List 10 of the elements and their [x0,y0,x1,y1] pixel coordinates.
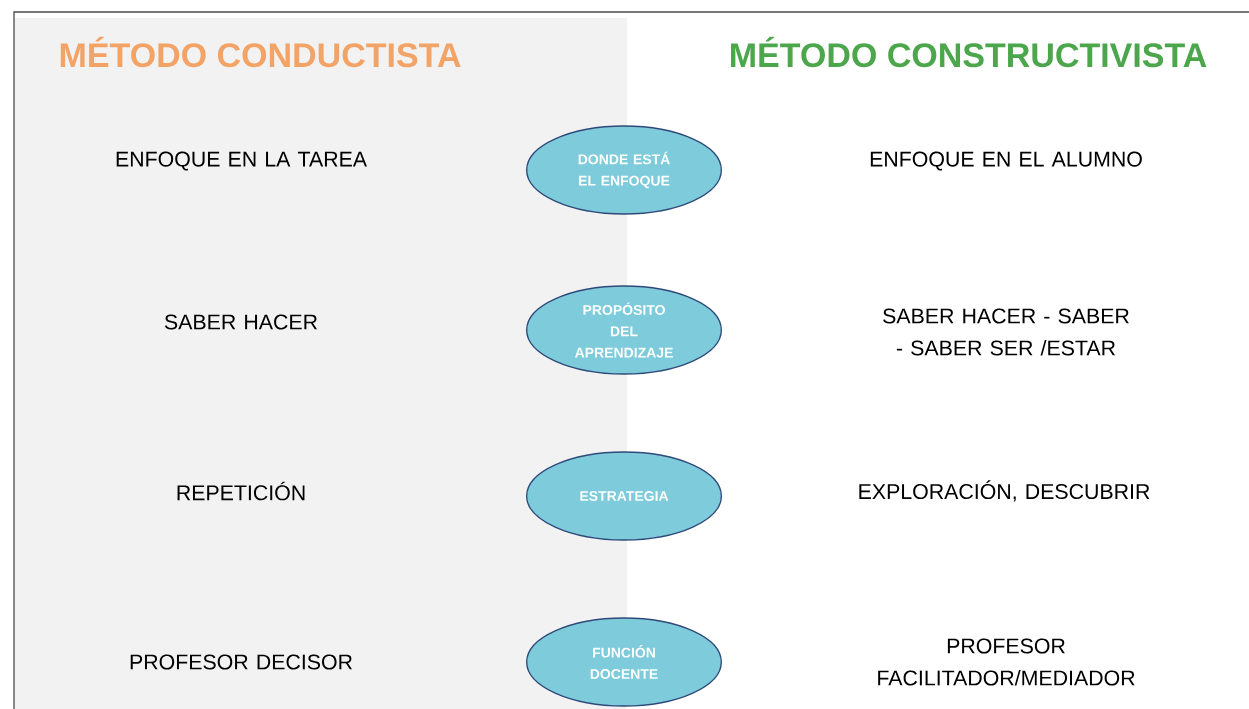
row-text: SABER HACER [164,314,318,330]
column-heading: MÉTODO CONDUCTISTA [60,36,461,68]
column-heading: MÉTODO CONSTRUCTIVISTA [731,36,1207,68]
row-text: REPETICIÓN [177,481,305,501]
row-text: PROFESOR DECISOR [130,654,352,670]
row-text: SABER HACER - SABER - SABER SER /ESTAR [883,308,1129,356]
row-text: ENFOQUE EN LA TAREA [116,151,367,171]
row-text: PROFESOR FACILITADOR/MEDIADOR [878,638,1135,686]
row-text: EXPLORACIÓN, DESCUBRIR [859,480,1150,502]
row-text: ENFOQUE EN EL ALUMNO [870,151,1142,171]
